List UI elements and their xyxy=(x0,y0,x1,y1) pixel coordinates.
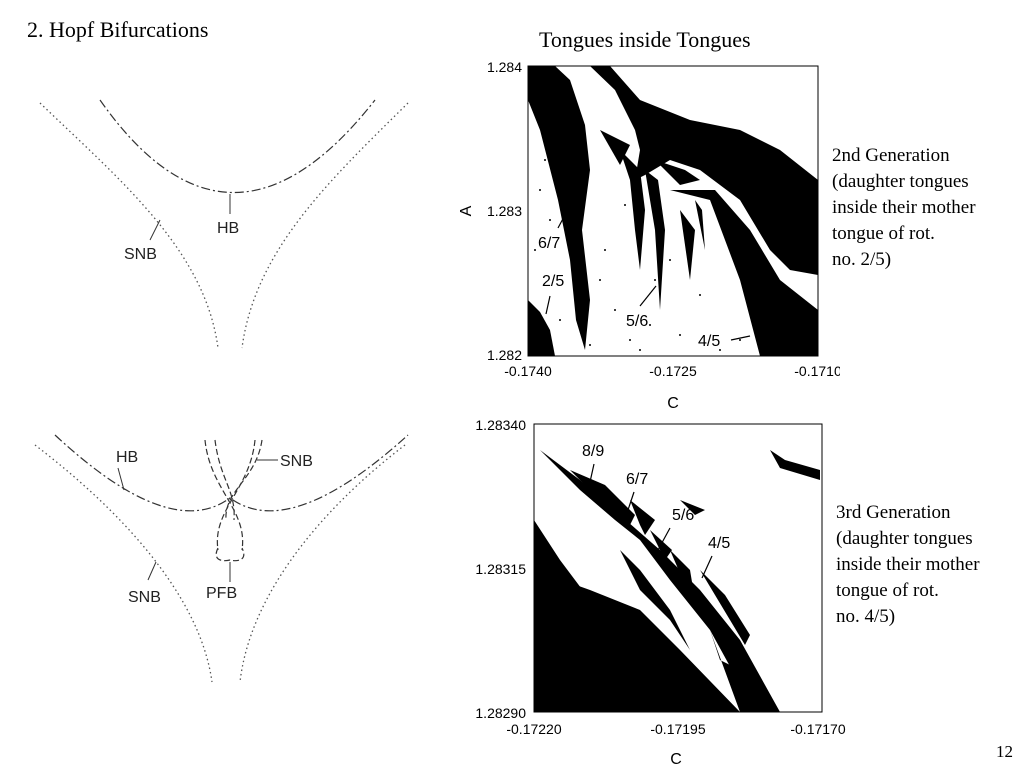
snb-inner-curve-3 xyxy=(214,439,235,521)
x-tick-label: -0.17170 xyxy=(790,721,845,737)
annotation-4-5: 4/5 xyxy=(708,535,730,552)
caption-line: tongue of rot. xyxy=(836,580,939,601)
annotation-2-5: 2/5 xyxy=(542,273,564,290)
annotation-5-6: 5/6 xyxy=(672,507,694,524)
y-ticks: 1.284 1.283 1.282 xyxy=(487,59,522,363)
y-tick-label: 1.284 xyxy=(487,59,522,75)
caption-line: no. 2/5) xyxy=(832,249,892,270)
y-tick-label: 1.28340 xyxy=(475,417,526,433)
x-axis-label: C xyxy=(667,395,679,412)
caption-2nd-generation: 2nd Generation (daughter tongues inside … xyxy=(832,143,976,273)
x-tick-label: -0.1725 xyxy=(649,363,697,379)
pfb-loop xyxy=(215,547,245,562)
snb-inner-curve-2 xyxy=(216,439,256,551)
annotation-arrows xyxy=(557,463,713,677)
plot-fill xyxy=(534,450,820,712)
x-tick-label: -0.17195 xyxy=(650,721,705,737)
plot-fill xyxy=(528,66,818,356)
hb-curve xyxy=(99,99,376,194)
hb-label: HB xyxy=(217,220,239,237)
y-tick-label: 1.28315 xyxy=(475,561,526,577)
caption-line: 3rd Generation xyxy=(836,502,951,523)
bifurcation-diagram-bottom: PFB HB SNB SNB xyxy=(34,434,409,683)
caption-line: no. 4/5) xyxy=(836,606,896,627)
page-number: 12 xyxy=(996,742,1013,761)
caption-line: inside their mother xyxy=(836,554,980,575)
x-axis-label: C xyxy=(670,751,682,768)
slide-title: 2. Hopf Bifurcations xyxy=(27,17,209,42)
annotation-6-7: 6/7 xyxy=(538,235,560,252)
pfb-label: PFB xyxy=(206,585,237,602)
y-ticks: 1.28340 1.28315 1.28290 xyxy=(475,417,526,721)
y-tick-label: 1.282 xyxy=(487,347,522,363)
x-tick-label: -0.17220 xyxy=(506,721,561,737)
snb-outer-left xyxy=(34,444,213,683)
annotation-5-6: 5/6 xyxy=(626,313,648,330)
y-tick-label: 1.28290 xyxy=(475,705,526,721)
scatter-dots xyxy=(534,159,741,351)
annotation-6-7: 6/7 xyxy=(626,471,648,488)
snb-curve-right xyxy=(241,102,409,349)
annotation-arrows xyxy=(545,199,751,341)
annotation-4-5: 4/5 xyxy=(698,333,720,350)
y-axis-label: A xyxy=(458,205,475,216)
x-ticks: -0.17220 -0.17195 -0.17170 xyxy=(506,721,845,737)
bifurcation-diagram-top: HB SNB xyxy=(39,99,409,349)
snb-inner-curve-1 xyxy=(204,439,244,551)
snb-left-pointer xyxy=(147,561,157,581)
snb-right-label: SNB xyxy=(280,453,313,470)
x-tick-label: -0.1740 xyxy=(504,363,552,379)
annotation-8-9: 8/9 xyxy=(582,443,604,460)
snb-pointer xyxy=(149,219,161,241)
x-tick-label: -0.1710 xyxy=(794,363,840,379)
caption-line: tongue of rot. xyxy=(832,223,935,244)
snb-left-label: SNB xyxy=(128,589,161,606)
snb-outer-right xyxy=(239,444,406,683)
caption-line: inside their mother xyxy=(832,197,976,218)
caption-3rd-generation: 3rd Generation (daughter tongues inside … xyxy=(836,500,980,630)
plot-2nd-generation: 6/7 2/5 5/6 4/5 1.284 1.283 1.282 -0.174… xyxy=(458,59,840,412)
caption-line: 2nd Generation xyxy=(832,145,950,166)
snb-label: SNB xyxy=(124,246,157,263)
hb-curve xyxy=(54,434,409,512)
snb-curve-left xyxy=(39,102,219,349)
caption-line: (daughter tongues xyxy=(836,528,973,549)
hb-label: HB xyxy=(116,449,138,466)
x-ticks: -0.1740 -0.1725 -0.1710 xyxy=(504,363,840,379)
snb-inner-curve-4 xyxy=(225,439,263,521)
caption-line: (daughter tongues xyxy=(832,171,969,192)
plots-title: Tongues inside Tongues xyxy=(539,27,751,52)
annotation-4-5-bottom: 4/5 xyxy=(544,684,566,701)
y-tick-label: 1.283 xyxy=(487,203,522,219)
hb-pointer xyxy=(117,467,125,491)
plot-3rd-generation: 8/9 6/7 5/6 4/5 4/5 1.28340 1.28315 1.28… xyxy=(475,417,845,768)
